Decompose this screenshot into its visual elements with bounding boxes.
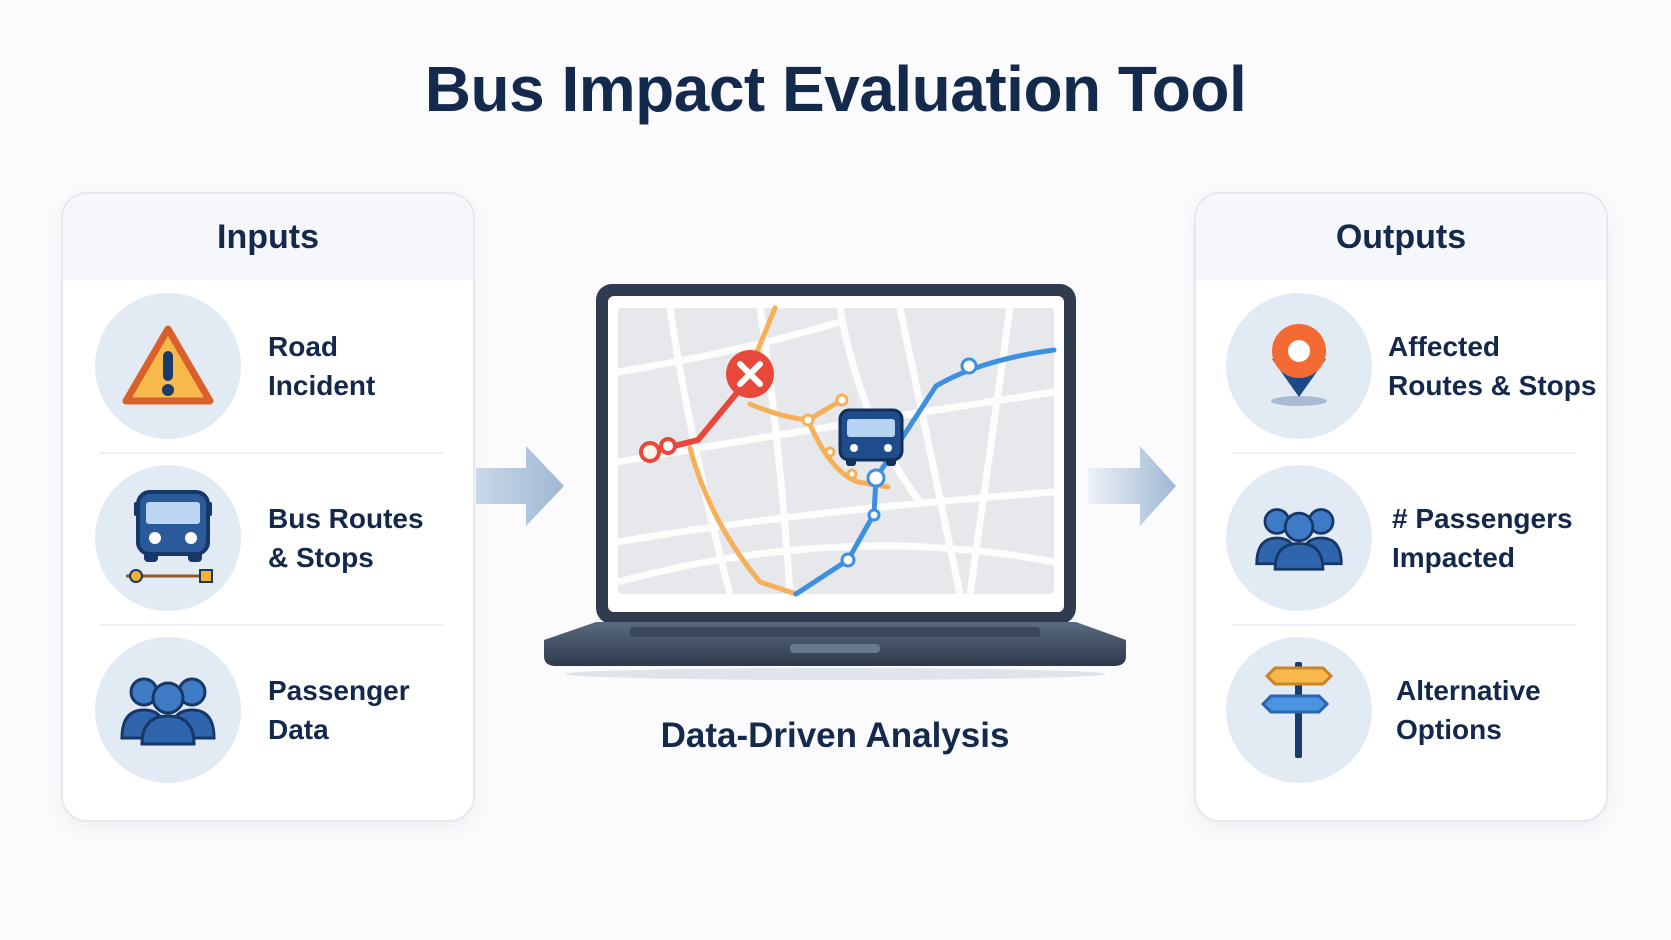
output-label: Affected Routes & Stops xyxy=(1388,331,1597,401)
page-title: Bus Impact Evaluation Tool xyxy=(424,53,1247,125)
output-label: Alternative Options xyxy=(1396,675,1541,745)
input-label: Road Incident xyxy=(268,331,376,401)
divider xyxy=(1232,624,1576,626)
icon-circle xyxy=(95,637,241,783)
output-label: # Passengers Impacted xyxy=(1392,503,1573,573)
center-caption: Data-Driven Analysis xyxy=(660,716,1010,755)
people-group-icon xyxy=(1255,508,1343,571)
flow-arrow-icon xyxy=(476,446,564,526)
input-item-bus-routes: Bus Routes & Stops xyxy=(63,452,473,624)
outputs-panel: Outputs Affected Routes & Stops xyxy=(1194,192,1608,822)
outputs-heading: Outputs xyxy=(1196,194,1606,280)
output-item-alternative-options: Alternative Options xyxy=(1196,624,1606,796)
bus-marker-icon xyxy=(838,408,904,466)
input-item-passenger-data: Passenger Data xyxy=(63,624,473,796)
map-pin-icon xyxy=(1271,324,1327,406)
input-label: Passenger Data xyxy=(268,675,410,745)
inputs-panel: Inputs Road Incident xyxy=(61,192,475,822)
icon-circle xyxy=(95,465,241,611)
divider xyxy=(99,624,443,626)
output-item-passengers-impacted: # Passengers Impacted xyxy=(1196,452,1606,624)
icon-circle xyxy=(1226,637,1372,783)
icon-circle xyxy=(1226,293,1372,439)
icon-circle xyxy=(1226,465,1372,611)
divider xyxy=(1232,452,1576,454)
input-item-road-incident: Road Incident xyxy=(63,280,473,452)
bus-route-icon xyxy=(126,490,213,583)
flow-arrow-icon xyxy=(1088,446,1176,526)
laptop-map-icon xyxy=(544,284,1126,680)
signpost-icon xyxy=(1260,662,1334,758)
output-item-affected-routes: Affected Routes & Stops xyxy=(1196,280,1606,452)
icon-circle xyxy=(95,293,241,439)
warning-triangle-icon xyxy=(122,325,214,405)
people-group-icon xyxy=(120,677,216,746)
inputs-heading: Inputs xyxy=(63,194,473,280)
divider xyxy=(99,452,443,454)
input-label: Bus Routes & Stops xyxy=(268,503,424,573)
